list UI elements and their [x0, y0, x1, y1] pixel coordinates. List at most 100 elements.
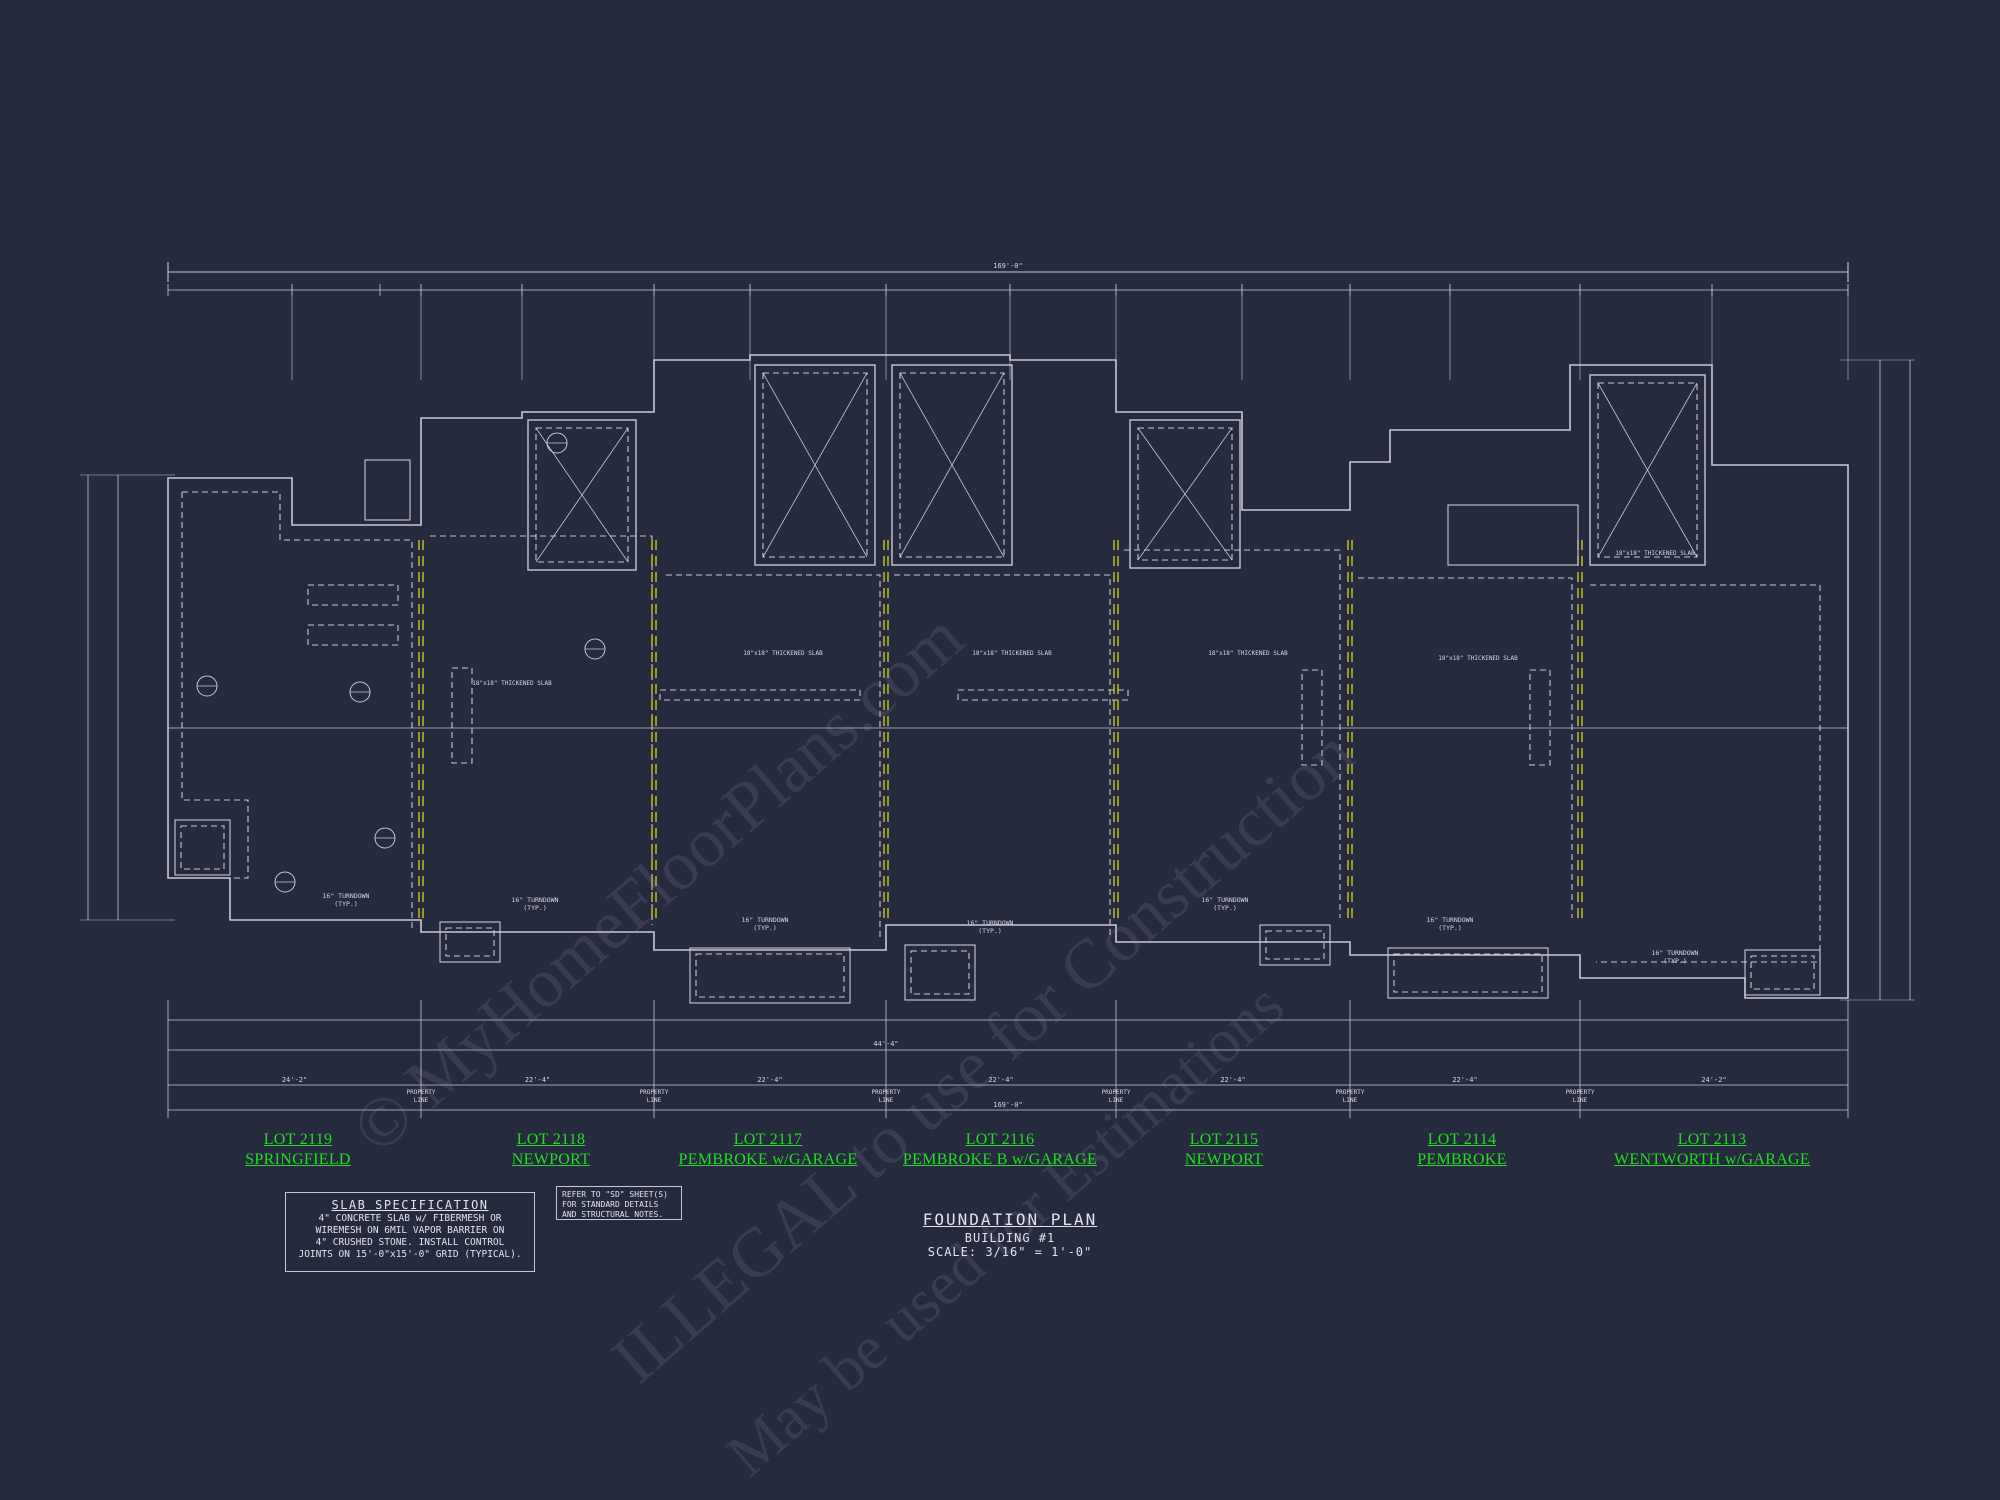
property-line-label: PROPERTY: [640, 1089, 669, 1096]
lot-number: LOT 2116: [965, 1131, 1035, 1148]
garage-slab-box: [527, 419, 637, 571]
slab-spec-line: WIREMESH ON 6MIL VAPOR BARRIER ON: [315, 1225, 505, 1236]
lot-model: SPRINGFIELD: [245, 1151, 351, 1168]
building-label: BUILDING #1: [964, 1231, 1056, 1245]
lot-label-2116: LOT 2116 PEMBROKE B w/GARAGE: [870, 1130, 1130, 1170]
garage-slab-box: [1129, 419, 1241, 569]
lot-model: NEWPORT: [1184, 1151, 1264, 1168]
lot-width-dim: 24'-2": [1701, 1076, 1726, 1084]
slab-edge-dashed: [1590, 584, 1821, 963]
typ-note: (TYP.): [523, 904, 546, 912]
garage-x-line: [762, 372, 868, 558]
property-line-label: PROPERTY: [1566, 1089, 1595, 1096]
small-box: [364, 459, 411, 521]
turndown-note: 16" TURNDOWN: [512, 896, 559, 904]
slab-spec-title: SLAB SPECIFICATION: [331, 1198, 489, 1212]
lot-model: NEWPORT: [511, 1151, 591, 1168]
thickened-slab-strip: [307, 584, 399, 606]
thickened-slab-strip: [1301, 669, 1323, 766]
garage-x-line: [535, 427, 629, 563]
property-line-label: LINE: [1573, 1097, 1588, 1104]
slab-edge-dashed: [1124, 549, 1341, 918]
slab-edge-dashed: [666, 574, 881, 940]
porch-box-inner: [445, 927, 495, 957]
turndown-note: 16" TURNDOWN: [1427, 916, 1474, 924]
typ-note: (TYP.): [1213, 904, 1236, 912]
dim-middle-span: 44'-4": [873, 1040, 898, 1048]
turndown-note: 16" TURNDOWN: [323, 892, 370, 900]
garage-slab-inner: [1597, 382, 1698, 558]
lot-model: PEMBROKE w/GARAGE: [678, 1151, 858, 1168]
thickened-slab-note: 18"x18" THICKENED SLAB: [1438, 655, 1518, 662]
slab-edge-dashed: [182, 491, 413, 930]
porch-box-inner: [1265, 930, 1325, 960]
scale-label: SCALE: 3/16" = 1'-0": [927, 1245, 1093, 1259]
lot-width-dim: 22'-4": [1220, 1076, 1245, 1084]
typ-note: (TYP.): [753, 924, 776, 932]
small-box: [1447, 504, 1579, 566]
porch-box: [689, 947, 851, 1004]
lot-model: PEMBROKE B w/GARAGE: [902, 1151, 1098, 1168]
porch-box: [1259, 924, 1331, 966]
porch-box-inner: [695, 953, 845, 998]
turndown-note: 16" TURNDOWN: [742, 916, 789, 924]
lot-label-2117: LOT 2117 PEMBROKE w/GARAGE: [638, 1130, 898, 1170]
thickened-slab-note: 18"x18" THICKENED SLAB: [743, 650, 823, 657]
thickened-slab-note: 18"x18" THICKENED SLAB: [1615, 550, 1695, 557]
thickened-slab-strip: [659, 689, 861, 701]
lot-number: LOT 2114: [1427, 1131, 1497, 1148]
garage-x-line: [1597, 382, 1698, 558]
thickened-slab-strip: [451, 667, 473, 764]
thickened-slab-note: 18"x18" THICKENED SLAB: [472, 680, 552, 687]
thickened-slab-strip: [1529, 669, 1551, 766]
property-line-label: PROPERTY: [872, 1089, 901, 1096]
turndown-note: 16" TURNDOWN: [967, 919, 1014, 927]
slab-spec-line: 4" CRUSHED STONE. INSTALL CONTROL: [315, 1237, 505, 1248]
lot-label-2114: LOT 2114 PEMBROKE: [1332, 1130, 1592, 1170]
property-line-label: PROPERTY: [407, 1089, 436, 1096]
turndown-note: 16" TURNDOWN: [1202, 896, 1249, 904]
garage-slab-inner: [1137, 427, 1233, 561]
garage-slab-box: [891, 364, 1013, 566]
porch-box: [904, 944, 976, 1001]
thickened-slab-note: 18"x18" THICKENED SLAB: [1208, 650, 1288, 657]
porch-box-inner: [910, 950, 970, 995]
thickened-slab-note: 18"x18" THICKENED SLAB: [972, 650, 1052, 657]
garage-slab-inner: [899, 372, 1005, 558]
slab-spec-line: JOINTS ON 15'-0"x15'-0" GRID (TYPICAL).: [298, 1249, 522, 1260]
property-line-label: LINE: [647, 1097, 662, 1104]
slab-edge-dashed: [894, 574, 1111, 935]
ref-note-line: FOR STANDARD DETAILS: [562, 1200, 659, 1209]
slab-edge-dashed: [430, 535, 653, 925]
property-line-label: PROPERTY: [1102, 1089, 1131, 1096]
reference-note-box: REFER TO "SD" SHEET(S) FOR STANDARD DETA…: [556, 1186, 682, 1220]
property-line-label: LINE: [879, 1097, 894, 1104]
lot-model: WENTWORTH w/GARAGE: [1614, 1151, 1810, 1168]
garage-slab-box: [754, 364, 876, 566]
garage-x-line: [1137, 427, 1233, 561]
typ-note: (TYP.): [1663, 957, 1686, 965]
slab-specification-box: SLAB SPECIFICATION 4" CONCRETE SLAB w/ F…: [285, 1192, 535, 1272]
thickened-slab-strip: [307, 624, 399, 646]
property-line-label: LINE: [414, 1097, 429, 1104]
lot-label-2113: LOT 2113 WENTWORTH w/GARAGE: [1582, 1130, 1842, 1170]
building-outline: [167, 354, 1849, 999]
slab-edge-dashed: [181, 492, 249, 879]
dim-overall-top: 169'-0": [993, 262, 1023, 270]
drawing-title-block: FOUNDATION PLAN BUILDING #1 SCALE: 3/16"…: [860, 1210, 1160, 1259]
typ-note: (TYP.): [978, 927, 1001, 935]
slab-edge-dashed: [1358, 577, 1573, 918]
lot-width-dim: 22'-4": [988, 1076, 1013, 1084]
typ-note: (TYP.): [1438, 924, 1461, 932]
lot-number: LOT 2117: [733, 1131, 803, 1148]
porch-box: [1387, 947, 1549, 999]
porch-box: [1744, 949, 1821, 996]
garage-slab-box: [1589, 374, 1706, 566]
lot-width-dim: 22'-4": [757, 1076, 782, 1084]
lot-label-2118: LOT 2118 NEWPORT: [421, 1130, 681, 1170]
lot-width-dim: 22'-4": [525, 1076, 550, 1084]
turndown-note: 16" TURNDOWN: [1652, 949, 1699, 957]
ref-note-line: REFER TO "SD" SHEET(S): [562, 1190, 668, 1199]
lot-width-dim: 22'-4": [1452, 1076, 1477, 1084]
